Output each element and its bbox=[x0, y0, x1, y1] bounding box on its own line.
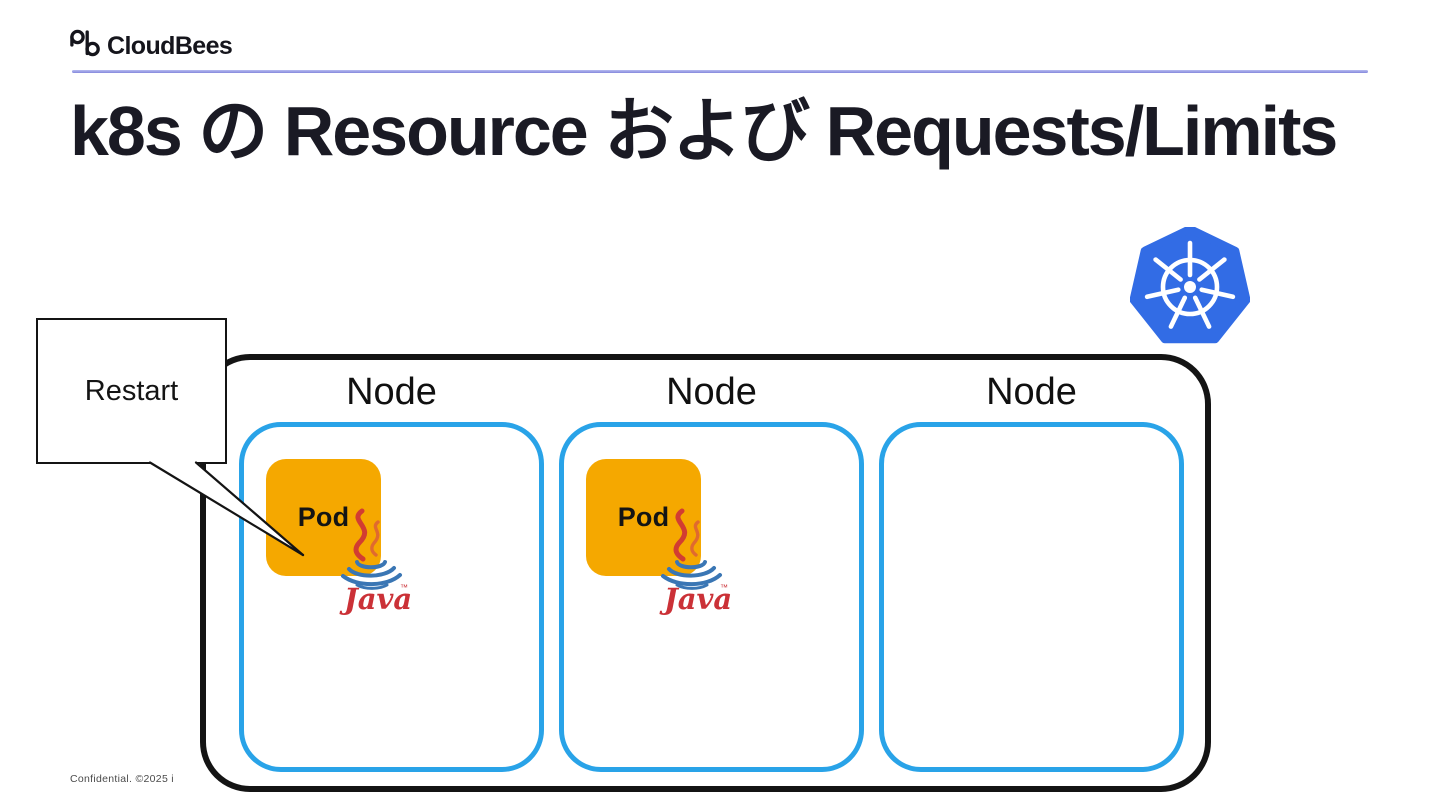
k8s-cluster-box: Node Node Node Pod Java ™ bbox=[200, 354, 1211, 792]
java-logo-icon: Java ™ bbox=[651, 505, 732, 617]
java-trademark: ™ bbox=[720, 583, 728, 592]
node-box bbox=[879, 422, 1184, 772]
node-label: Node bbox=[986, 371, 1077, 413]
java-trademark: ™ bbox=[400, 583, 408, 592]
cloudbees-logo-icon bbox=[68, 26, 102, 67]
kubernetes-logo-icon bbox=[1129, 225, 1251, 347]
restart-callout: Restart bbox=[36, 318, 227, 464]
node-box: Pod Java ™ bbox=[239, 422, 544, 772]
node-label: Node bbox=[666, 371, 757, 413]
restart-callout-label: Restart bbox=[84, 374, 179, 407]
java-wordmark: Java bbox=[659, 582, 731, 616]
java-logo-icon: Java ™ bbox=[331, 505, 412, 617]
pod-box: Pod bbox=[586, 459, 701, 576]
brand-name: CloudBees bbox=[107, 31, 233, 60]
pod-label: Pod bbox=[297, 502, 350, 532]
java-wordmark: Java bbox=[339, 582, 411, 616]
node-box: Pod Java ™ bbox=[559, 422, 864, 772]
pod-label: Pod bbox=[617, 502, 670, 532]
accent-divider bbox=[72, 70, 1368, 73]
page-title: k8s の Resource および Requests/Limits bbox=[70, 92, 1338, 170]
confidential-footer: Confidential. ©2025 i bbox=[70, 773, 174, 785]
node-label: Node bbox=[346, 371, 437, 413]
brand-header: CloudBees bbox=[68, 26, 368, 66]
